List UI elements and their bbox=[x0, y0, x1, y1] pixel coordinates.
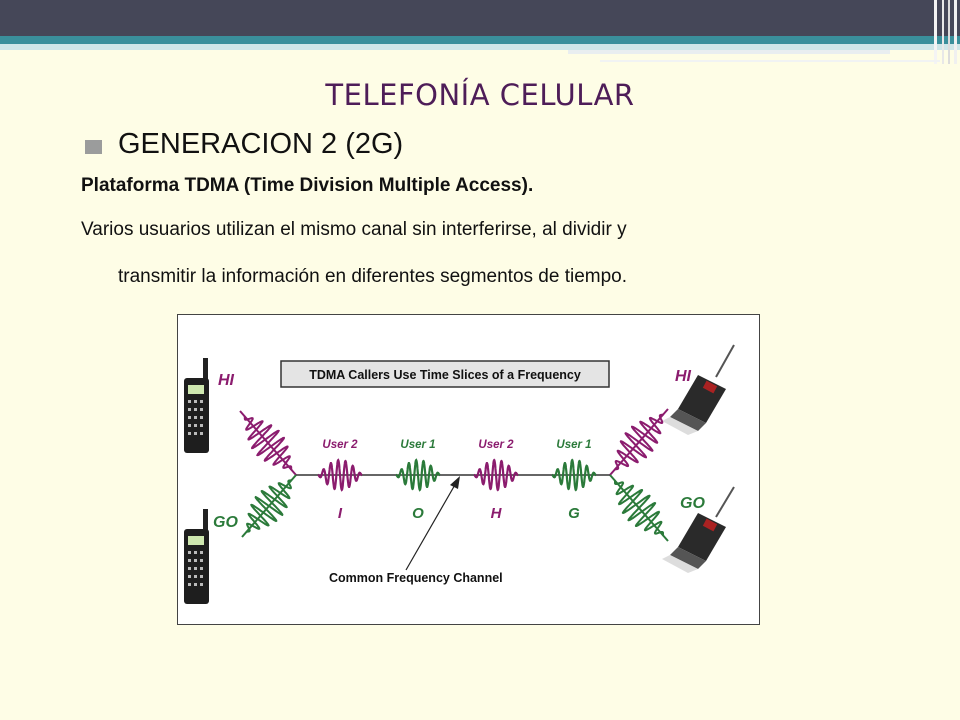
flip-phone-icon bbox=[662, 344, 735, 435]
left-go-label: GO bbox=[213, 514, 238, 531]
right-go-label: GO bbox=[680, 495, 705, 512]
wave-packet bbox=[551, 458, 597, 492]
slot-user-label: User 2 bbox=[478, 439, 514, 451]
tdma-diagram: TDMA Callers Use Time Slices of a Freque… bbox=[177, 314, 760, 625]
slot-letter-label: O bbox=[412, 505, 424, 522]
slot-user-label: User 1 bbox=[400, 439, 435, 451]
corner-decoration bbox=[934, 0, 957, 64]
branch-wave bbox=[614, 413, 664, 471]
bullet-icon bbox=[85, 140, 102, 154]
decor-line bbox=[600, 60, 940, 62]
arrow-head-icon bbox=[450, 476, 460, 489]
left-hi-label: HI bbox=[218, 372, 235, 389]
description-line-2: transmitir la información en diferentes … bbox=[118, 266, 628, 287]
slot-letter-label: I bbox=[338, 505, 343, 522]
handset-icon bbox=[184, 358, 209, 453]
caption-box bbox=[280, 360, 610, 388]
description-line-1: Varios usuarios utilizan el mismo canal … bbox=[81, 219, 627, 240]
slot-user-label: User 2 bbox=[322, 439, 358, 451]
slot-user-label: User 1 bbox=[556, 439, 591, 451]
branch-wave bbox=[613, 479, 665, 537]
accent-bar-light bbox=[0, 44, 960, 50]
slot-letter-label: H bbox=[491, 505, 503, 522]
wave-packet bbox=[317, 458, 363, 492]
section-heading: GENERACION 2 (2G) bbox=[118, 128, 404, 160]
flip-phone-icon bbox=[662, 486, 735, 573]
diagram-caption: TDMA Callers Use Time Slices of a Freque… bbox=[309, 368, 581, 382]
platform-line: Plataforma TDMA (Time Division Multiple … bbox=[81, 175, 534, 196]
wave-packet bbox=[395, 458, 441, 492]
decor-line bbox=[568, 50, 890, 54]
top-bar bbox=[0, 0, 960, 36]
branch-wave bbox=[243, 415, 293, 471]
channel-arrow bbox=[405, 482, 457, 571]
wave-packet bbox=[473, 458, 519, 492]
handset-icon bbox=[184, 509, 209, 604]
slot-letter-label: G bbox=[568, 505, 580, 522]
branch-wave bbox=[245, 479, 293, 533]
right-hi-label: HI bbox=[675, 368, 692, 385]
slide-title: TELEFONÍA CELULAR bbox=[325, 78, 635, 112]
accent-bar bbox=[0, 36, 960, 44]
channel-label: Common Frequency Channel bbox=[329, 571, 503, 585]
